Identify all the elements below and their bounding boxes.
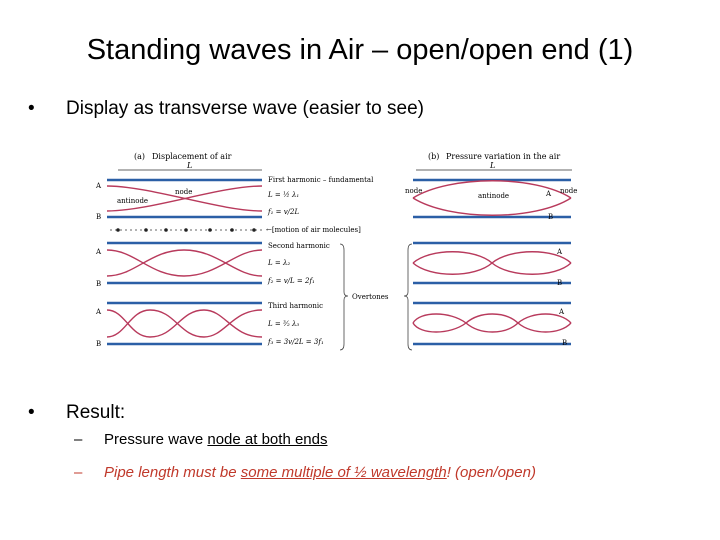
svg-text:B: B — [557, 279, 562, 287]
panel-a-node-label: node — [175, 188, 192, 196]
sub-bullet-dash: – — [74, 431, 83, 448]
sub-bullet-pre: Pressure wave — [104, 431, 208, 448]
bullet-text: Display as transverse wave (easier to se… — [66, 98, 424, 119]
panel-a-antinode-label: antinode — [117, 197, 148, 205]
panel-b-waves — [412, 180, 572, 333]
panel-b-antinode: antinode — [478, 192, 509, 200]
svg-text:A: A — [95, 248, 102, 256]
bullet-display: • Display as transverse wave (easier to s… — [28, 96, 424, 122]
harmonic-second: Second harmonic L = λ₂ f₂ = v/L = 2f₁ — [267, 242, 330, 285]
svg-text:f₂ = v/L = 2f₁: f₂ = v/L = 2f₁ — [267, 277, 315, 285]
sub-bullet-post: ! (open/open) — [446, 464, 536, 481]
svg-text:A: A — [545, 190, 552, 198]
panel-a-length-label: L — [186, 161, 192, 170]
svg-text:B: B — [96, 280, 101, 288]
slide-title: Standing waves in Air – open/open end (1… — [86, 34, 634, 66]
svg-text:B: B — [562, 339, 567, 347]
svg-text:First harmonic – fundamental: First harmonic – fundamental — [268, 176, 374, 184]
svg-text:B: B — [96, 213, 101, 221]
harmonic-first: First harmonic – fundamental L = ½ λ₁ f₁… — [267, 176, 374, 216]
panel-b-length-label: L — [489, 161, 495, 170]
svg-text:A: A — [95, 308, 102, 316]
panel-a-tubes — [107, 178, 262, 346]
sub-bullet-dash: – — [74, 464, 83, 481]
sub-bullet-pre: Pipe length must be — [104, 464, 241, 481]
panel-a-waves — [106, 185, 263, 338]
svg-text:B: B — [96, 340, 101, 348]
panel-b-node-left: node — [405, 187, 422, 195]
panel-b-tubes — [413, 178, 571, 346]
svg-text:Third harmonic: Third harmonic — [268, 302, 323, 310]
panel-a-label: (a) — [134, 152, 145, 161]
overtones-label: Overtones — [352, 293, 389, 301]
svg-text:L = ³⁄₂ λ₃: L = ³⁄₂ λ₃ — [267, 320, 299, 328]
svg-text:A: A — [95, 182, 102, 190]
panel-a-row-labels: A B A B A B — [95, 182, 102, 348]
panel-b-title: Pressure variation in the air — [446, 152, 560, 161]
svg-text:f₃ = 3v/2L = 3f₁: f₃ = 3v/2L = 3f₁ — [267, 338, 324, 346]
sub-bullet-pressure-node: – Pressure wave node at both ends — [74, 430, 327, 450]
bullet-dot: • — [28, 98, 35, 119]
svg-text:B: B — [548, 213, 553, 221]
svg-text:f₁ = v/2L: f₁ = v/2L — [267, 208, 299, 216]
bullet-text: Result: — [66, 402, 126, 423]
panel-b-node-right: node — [560, 187, 577, 195]
svg-text:Second harmonic: Second harmonic — [268, 242, 330, 250]
panel-b-label: (b) — [428, 152, 439, 161]
sub-bullet-pipe-length: – Pipe length must be some multiple of ½ … — [74, 463, 536, 483]
overtones-bracket-left — [339, 243, 349, 351]
bullet-dot: • — [28, 402, 35, 423]
molecule-dots — [116, 228, 256, 232]
sub-bullet-underlined: node at both ends — [207, 431, 328, 448]
molecule-motion-label: ←[motion of air molecules] — [266, 226, 361, 234]
svg-text:A: A — [556, 248, 563, 256]
svg-text:A: A — [558, 308, 565, 316]
panel-b-row-labels: A B A B A B — [545, 190, 567, 347]
bullet-result: • Result: — [28, 400, 125, 426]
sub-bullet-underlined: some multiple of ½ wavelength — [240, 464, 447, 481]
harmonic-third: Third harmonic L = ³⁄₂ λ₃ f₃ = 3v/2L = 3… — [267, 302, 324, 346]
svg-text:L = ½ λ₁: L = ½ λ₁ — [267, 191, 299, 199]
overtones-bracket-right — [403, 243, 413, 351]
panel-a-title: Displacement of air — [152, 152, 232, 161]
svg-text:L = λ₂: L = λ₂ — [267, 259, 290, 267]
